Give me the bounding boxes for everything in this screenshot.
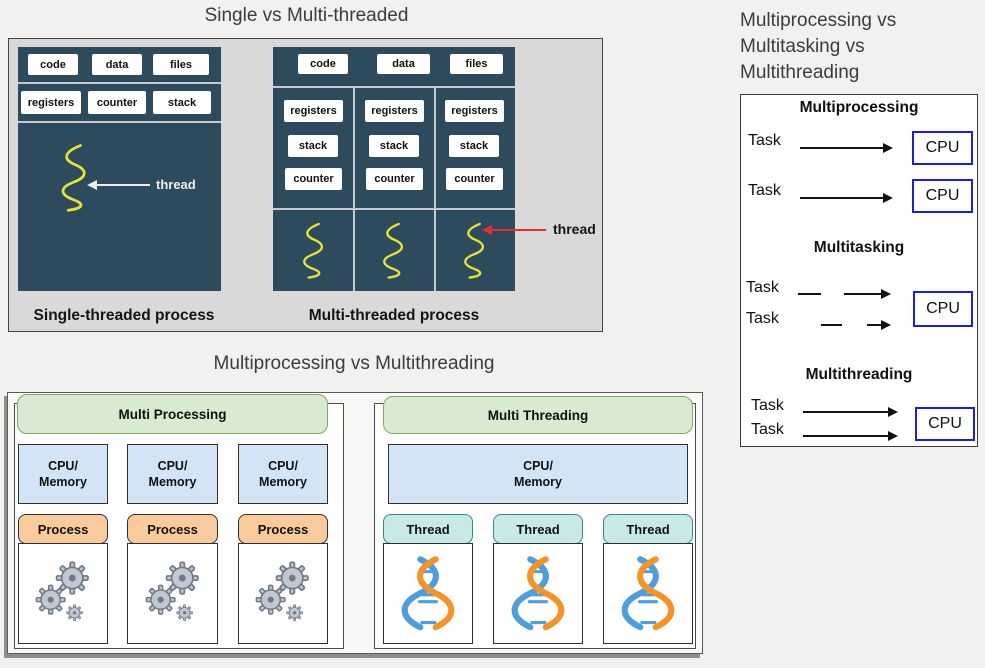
title-line-2: Multitasking vs bbox=[740, 36, 865, 57]
arrow-right-icon bbox=[800, 143, 893, 153]
arrow-right-icon bbox=[803, 431, 898, 441]
caption-single-threaded: Single-threaded process bbox=[33, 307, 215, 324]
process-body bbox=[18, 543, 108, 644]
memory-line: Memory bbox=[514, 475, 562, 489]
process-gears-icon bbox=[142, 558, 204, 629]
thread-arrow-left-icon bbox=[87, 180, 150, 190]
arrow-right-icon bbox=[803, 407, 898, 417]
stack-box: stack bbox=[369, 135, 419, 157]
dash-segment-icon bbox=[821, 324, 842, 326]
process-gears-icon bbox=[32, 558, 94, 629]
cpu-memory-box: CPU/ Memory bbox=[238, 444, 328, 504]
cpu-box: CPU bbox=[913, 291, 973, 327]
registers-box: registers bbox=[365, 100, 424, 122]
process-header: Process bbox=[18, 514, 108, 544]
task-label: Task bbox=[746, 310, 779, 327]
thread-dna-icon bbox=[621, 554, 675, 634]
process-gears-icon bbox=[252, 558, 314, 629]
data-box: data bbox=[92, 54, 142, 75]
dashed-arrow-right-icon bbox=[844, 289, 891, 299]
thread-arrow-red-icon bbox=[482, 225, 546, 235]
thread-label-single: thread bbox=[156, 177, 196, 192]
caption-multi-threaded: Multi-threaded process bbox=[308, 307, 480, 324]
process-body bbox=[238, 543, 328, 644]
process-body bbox=[127, 543, 218, 644]
code-box: code bbox=[298, 54, 348, 74]
thread-dna-icon bbox=[401, 554, 455, 634]
cpu-line: CPU/ bbox=[523, 459, 553, 473]
row-divider bbox=[273, 86, 515, 88]
page-title-proc-vs-thread: Multiprocessing vs Multithreading bbox=[213, 353, 495, 374]
row-divider bbox=[18, 82, 221, 84]
multitasking-heading: Multitasking bbox=[813, 239, 905, 256]
cpu-line: CPU/ bbox=[157, 459, 188, 473]
registers-box: registers bbox=[284, 100, 343, 122]
page-title-single-vs-multi: Single vs Multi-threaded bbox=[204, 5, 409, 26]
memory-line: Memory bbox=[148, 475, 197, 489]
thread-body bbox=[493, 543, 583, 644]
page-title-proc-task-thread: Multiprocessing vs Multitasking vs Multi… bbox=[740, 8, 980, 86]
dashed-arrow-right-icon bbox=[867, 320, 891, 330]
thread-header: Thread bbox=[603, 514, 693, 544]
stack-box: stack bbox=[449, 135, 499, 157]
cpu-box: CPU bbox=[915, 407, 975, 441]
cpu-line: CPU/ bbox=[48, 459, 78, 473]
arrow-right-icon bbox=[800, 193, 893, 203]
counter-box: counter bbox=[285, 168, 342, 190]
thread-label-multi: thread bbox=[553, 221, 596, 237]
cpu-memory-box-wide: CPU/ Memory bbox=[388, 444, 688, 504]
multithreading-heading: Multithreading bbox=[805, 366, 913, 383]
thread-squiggle-icon bbox=[56, 142, 91, 212]
memory-line: Memory bbox=[259, 475, 307, 489]
multiprocessing-heading: Multiprocessing bbox=[799, 99, 919, 116]
task-label: Task bbox=[748, 182, 781, 199]
title-line-3: Multithreading bbox=[740, 62, 860, 83]
code-box: code bbox=[28, 54, 78, 75]
counter-box: counter bbox=[446, 168, 503, 190]
multiprocessing-header: Multi Processing bbox=[17, 394, 328, 434]
cpu-memory-box: CPU/ Memory bbox=[127, 444, 218, 504]
single-threaded-panel: code data files registers counter stack … bbox=[18, 47, 221, 291]
task-label: Task bbox=[746, 279, 779, 296]
multi-threaded-panel: code data files registers stack counter … bbox=[273, 47, 515, 291]
proc-task-thread-panel: Multiprocessing Task CPU Task CPU Multit… bbox=[740, 94, 978, 447]
counter-box: counter bbox=[366, 168, 423, 190]
row-divider bbox=[18, 121, 221, 123]
column-divider bbox=[434, 86, 436, 291]
thread-squiggle-icon bbox=[299, 221, 327, 279]
registers-box: registers bbox=[445, 100, 504, 122]
single-vs-multi-diagram: code data files registers counter stack … bbox=[8, 38, 603, 332]
counter-box: counter bbox=[88, 91, 146, 114]
thread-body bbox=[383, 543, 473, 644]
task-label: Task bbox=[751, 421, 784, 438]
proc-vs-thread-diagram: Multi Processing CPU/ Memory CPU/ Memory… bbox=[7, 392, 703, 654]
memory-line: Memory bbox=[39, 475, 87, 489]
stack-box: stack bbox=[288, 135, 338, 157]
cpu-memory-box: CPU/ Memory bbox=[18, 444, 108, 504]
thread-header: Thread bbox=[383, 514, 473, 544]
cpu-line: CPU/ bbox=[268, 459, 298, 473]
title-line-1: Multiprocessing vs bbox=[740, 10, 897, 31]
registers-box: registers bbox=[21, 91, 81, 114]
multithreading-header: Multi Threading bbox=[383, 396, 693, 434]
task-label: Task bbox=[751, 397, 784, 414]
column-divider bbox=[353, 86, 355, 291]
row-divider bbox=[273, 208, 515, 210]
process-header: Process bbox=[127, 514, 218, 544]
task-label: Task bbox=[748, 132, 781, 149]
data-box: data bbox=[377, 54, 430, 74]
files-box: files bbox=[153, 54, 209, 75]
process-header: Process bbox=[238, 514, 328, 544]
dash-segment-icon bbox=[798, 293, 821, 295]
thread-body bbox=[603, 543, 693, 644]
cpu-box: CPU bbox=[912, 179, 973, 213]
thread-dna-icon bbox=[511, 554, 565, 634]
stack-box: stack bbox=[153, 91, 211, 114]
cpu-box: CPU bbox=[912, 131, 973, 165]
files-box: files bbox=[450, 54, 503, 74]
thread-squiggle-icon bbox=[379, 221, 407, 279]
thread-header: Thread bbox=[493, 514, 583, 544]
